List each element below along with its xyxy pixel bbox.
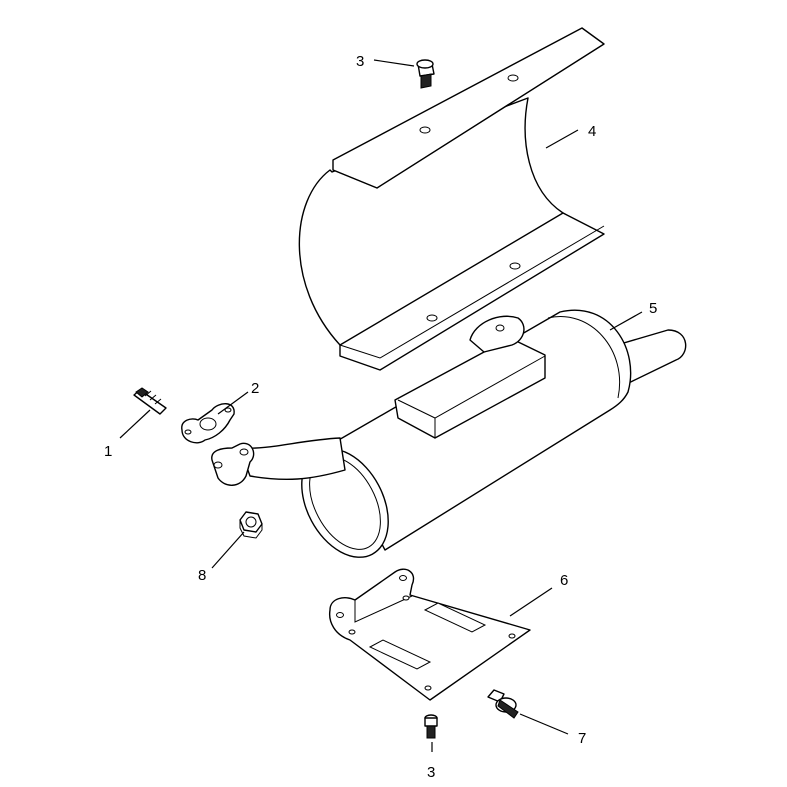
leader-lines: [119, 59, 643, 752]
shield-hole: [419, 126, 431, 134]
callout-5: 5: [649, 300, 657, 317]
callout-7: 7: [578, 730, 586, 747]
plate-slot: [368, 639, 432, 670]
muffler-inlet-pipe: [239, 437, 346, 481]
leader-7: [519, 713, 569, 735]
shield-hole: [507, 74, 519, 82]
muffler: [211, 309, 687, 558]
shield-hole: [509, 262, 521, 270]
leader-8: [211, 531, 245, 569]
callout-2: 2: [251, 380, 259, 397]
muffler-rear-flange: [469, 315, 525, 353]
shield-hole: [426, 314, 438, 322]
leader-3-top: [373, 59, 415, 67]
heat-shield: [298, 27, 605, 371]
callout-1: 1: [104, 443, 112, 460]
mounting-plate-body: [328, 568, 531, 701]
leader-1: [119, 409, 151, 439]
callout-3-top: 3: [356, 53, 364, 70]
callout-8: 8: [198, 567, 206, 584]
callout-6: 6: [560, 572, 568, 589]
leader-2: [217, 391, 249, 415]
bolt-bottom: [424, 714, 438, 739]
stud: [133, 387, 167, 415]
leader-5: [609, 311, 643, 331]
nut: [239, 511, 263, 539]
muffler-body: [329, 309, 632, 551]
bolt-top: [416, 59, 435, 89]
bolt-washer: [487, 689, 519, 719]
gasket: [181, 403, 235, 444]
callout-3-bottom: 3: [427, 764, 435, 781]
callout-4: 4: [588, 123, 596, 140]
leader-4: [545, 129, 579, 149]
heat-shield-bottom-flange: [339, 212, 605, 371]
plate-slot: [423, 602, 487, 633]
mounting-plate: [328, 568, 531, 701]
leader-6: [509, 587, 553, 617]
callout-numbers: 1 2 3 4 5 6 7 8 3: [104, 53, 657, 781]
